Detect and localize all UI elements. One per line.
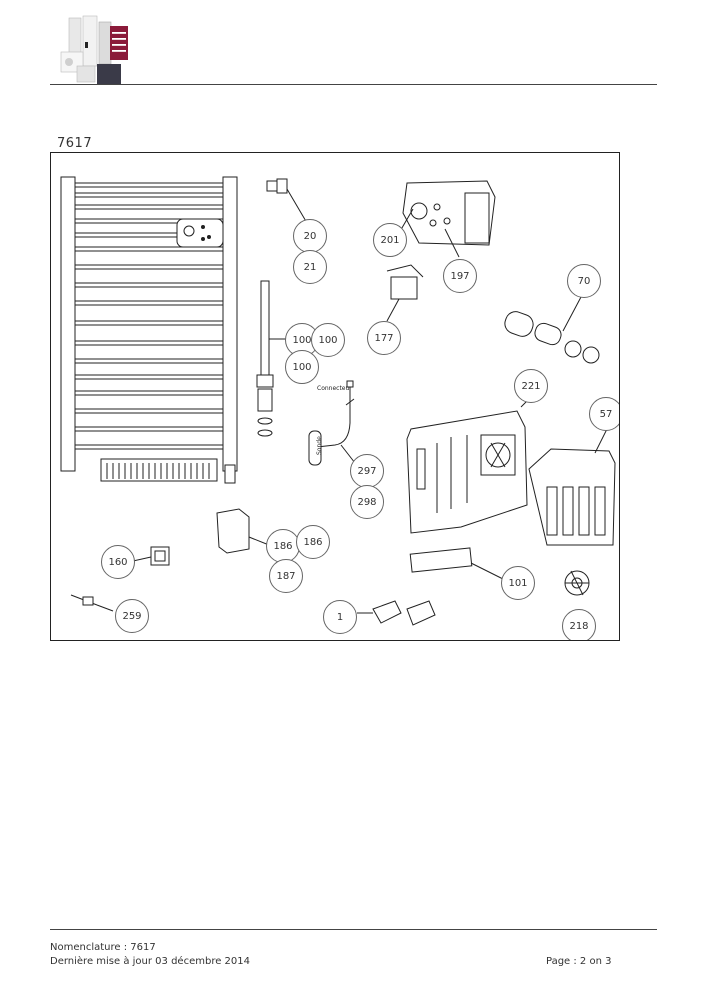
- callout-186b: 186: [296, 525, 330, 559]
- footer-last-update: Dernière mise à jour 03 décembre 2014: [50, 956, 250, 967]
- callout-298: 298: [350, 485, 384, 519]
- callout-1: 1: [323, 600, 357, 634]
- footer-nomenclature: Nomenclature : 7617: [50, 942, 156, 953]
- callout-20: 20: [293, 219, 327, 253]
- callout-101: 101: [501, 566, 535, 600]
- callout-100b: 100: [311, 323, 345, 357]
- product-range-logo: [60, 15, 128, 84]
- callout-221: 221: [514, 369, 548, 403]
- callout-70: 70: [567, 264, 601, 298]
- callout-297: 297: [350, 454, 384, 488]
- header-divider: [50, 84, 657, 85]
- exploded-view-diagram: Connecteur Sonde 20 21 201 197 70 177 10…: [50, 152, 620, 641]
- callout-160: 160: [101, 545, 135, 579]
- parts-drawing: Connecteur Sonde: [60, 176, 616, 626]
- callout-21: 21: [293, 250, 327, 284]
- callout-57: 57: [589, 397, 619, 431]
- callout-177: 177: [367, 321, 401, 355]
- callout-259: 259: [115, 599, 149, 633]
- connector-label: Connecteur: [317, 385, 352, 392]
- towel-radiator-drawing: [60, 176, 238, 484]
- callout-186a: 186: [266, 529, 300, 563]
- footer-divider: [50, 929, 657, 930]
- callout-100c: 100: [285, 350, 319, 384]
- sonde-label: Sonde: [316, 436, 323, 455]
- footer-page-number: Page : 2 on 3: [546, 956, 612, 967]
- callout-187: 187: [269, 559, 303, 593]
- page-title: 7617: [57, 136, 93, 151]
- callout-201: 201: [373, 223, 407, 257]
- callout-197: 197: [443, 259, 477, 293]
- callout-218: 218: [562, 609, 596, 640]
